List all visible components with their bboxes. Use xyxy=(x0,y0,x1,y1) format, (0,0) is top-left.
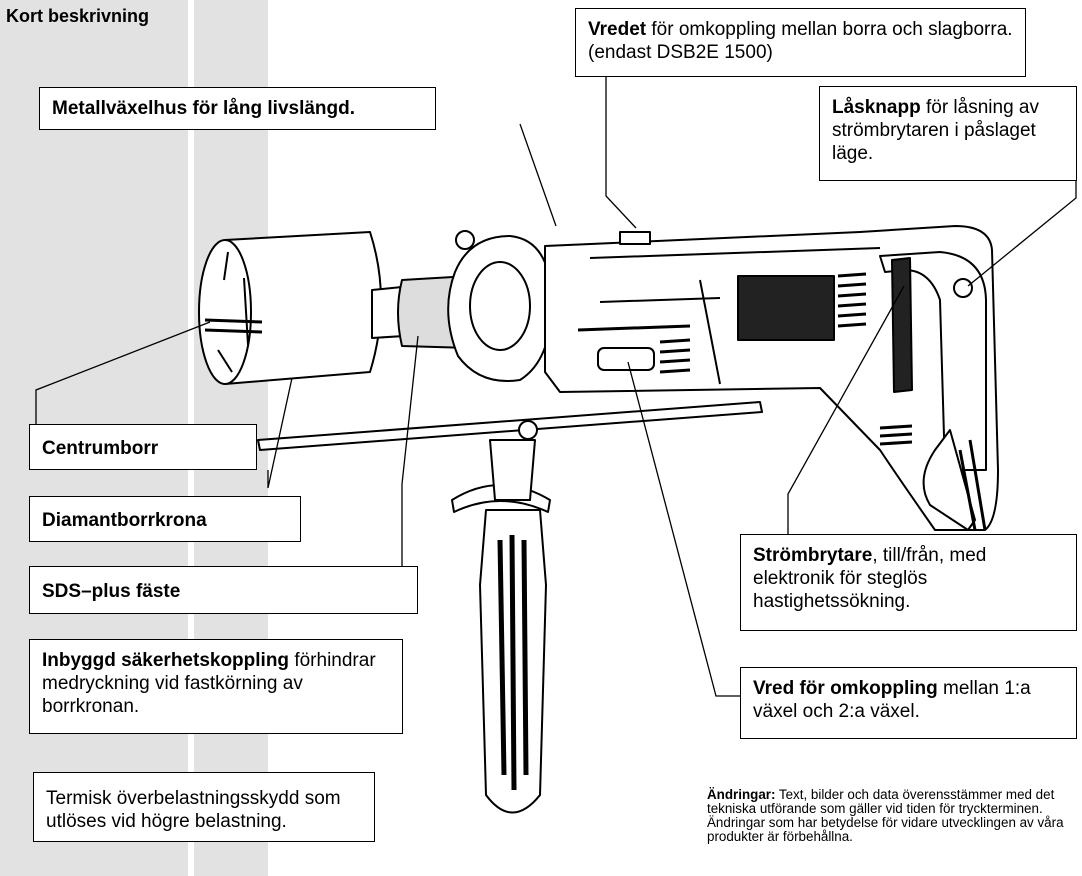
leader-lines xyxy=(35,76,1077,697)
leader-diamantborrkrona xyxy=(267,377,293,489)
rear-handle xyxy=(879,251,987,471)
callout-strombrytare-text: , till/från, med elektronik för steglös … xyxy=(753,545,987,612)
callout-lasknapp-text: för låsning av strömbrytaren i påslaget … xyxy=(832,97,1039,164)
callout-vred-vaxel-text: mellan 1:a växel och 2:a växel. xyxy=(753,678,1031,722)
label-plate xyxy=(737,275,835,341)
core-bit xyxy=(198,231,382,385)
depth-rod xyxy=(257,401,763,451)
callout-termisk-text: Termisk överbelastningsskydd som utlöses… xyxy=(46,788,341,832)
leader-metallvaxelhus xyxy=(519,123,557,227)
callout-termisk: Termisk överbelastningsskydd som utlöses… xyxy=(33,772,375,842)
callout-vred-vaxel-bold: Vred för omkoppling xyxy=(753,678,938,699)
lock-button xyxy=(953,278,973,298)
section-heading: Kort beskrivning xyxy=(6,6,150,26)
callout-sakerhetskoppling-bold: Inbyggd säkerhetskoppling xyxy=(42,650,290,671)
callout-sds-bold: SDS–plus fäste xyxy=(42,581,181,602)
leader-sds xyxy=(401,335,419,566)
drill-drawing xyxy=(198,225,999,814)
callout-diamantborrkrona-bold: Diamantborrkrona xyxy=(42,510,207,531)
changes-note: Ändringar: Text, bilder och data överens… xyxy=(707,788,1077,844)
leader-vredet xyxy=(605,76,637,229)
callout-vredet-bold: Vredet xyxy=(588,19,647,40)
callout-metallvaxelhus: Metallväxelhus för lång livslängd. xyxy=(39,87,436,130)
callout-centrumborr-bold: Centrumborr xyxy=(42,438,159,459)
leader-strombrytare xyxy=(787,285,905,536)
callout-strombrytare-bold: Strömbrytare xyxy=(753,545,873,566)
callout-vred-vaxel: Vred för omkoppling mellan 1:a växel och… xyxy=(740,667,1077,739)
leader-lasknapp xyxy=(967,180,1077,287)
callout-lasknapp-bold: Låsknapp xyxy=(832,97,921,118)
callout-centrumborr: Centrumborr xyxy=(29,424,257,470)
callout-diamantborrkrona: Diamantborrkrona xyxy=(29,496,301,542)
leader-vred-vaxel xyxy=(627,361,740,697)
gear-switch xyxy=(597,347,655,371)
side-handle xyxy=(451,439,551,814)
cable-guard xyxy=(922,429,976,531)
changes-note-text: Text, bilder och data överensstämmer med… xyxy=(707,787,1064,844)
callout-metallvaxelhus-bold: Metallväxelhus för lång livslängd. xyxy=(52,98,356,119)
mode-knob xyxy=(619,231,651,245)
changes-note-bold: Ändringar: xyxy=(707,787,776,802)
motor-body xyxy=(544,225,999,531)
callout-sakerhetskoppling: Inbyggd säkerhetskoppling förhindrar med… xyxy=(29,639,403,734)
callout-strombrytare: Strömbrytare, till/från, med elektronik … xyxy=(740,534,1077,631)
callout-lasknapp: Låsknapp för låsning av strömbrytaren i … xyxy=(819,86,1077,181)
callout-sakerhetskoppling-text: förhindrar medryckning vid fastkörning a… xyxy=(42,650,376,717)
callout-vredet-text: för omkoppling mellan borra och slagborr… xyxy=(588,19,1013,63)
callout-vredet: Vredet för omkoppling mellan borra och s… xyxy=(575,8,1026,77)
callout-sds: SDS–plus fäste xyxy=(29,566,418,614)
leader-centrumborr xyxy=(35,321,211,424)
